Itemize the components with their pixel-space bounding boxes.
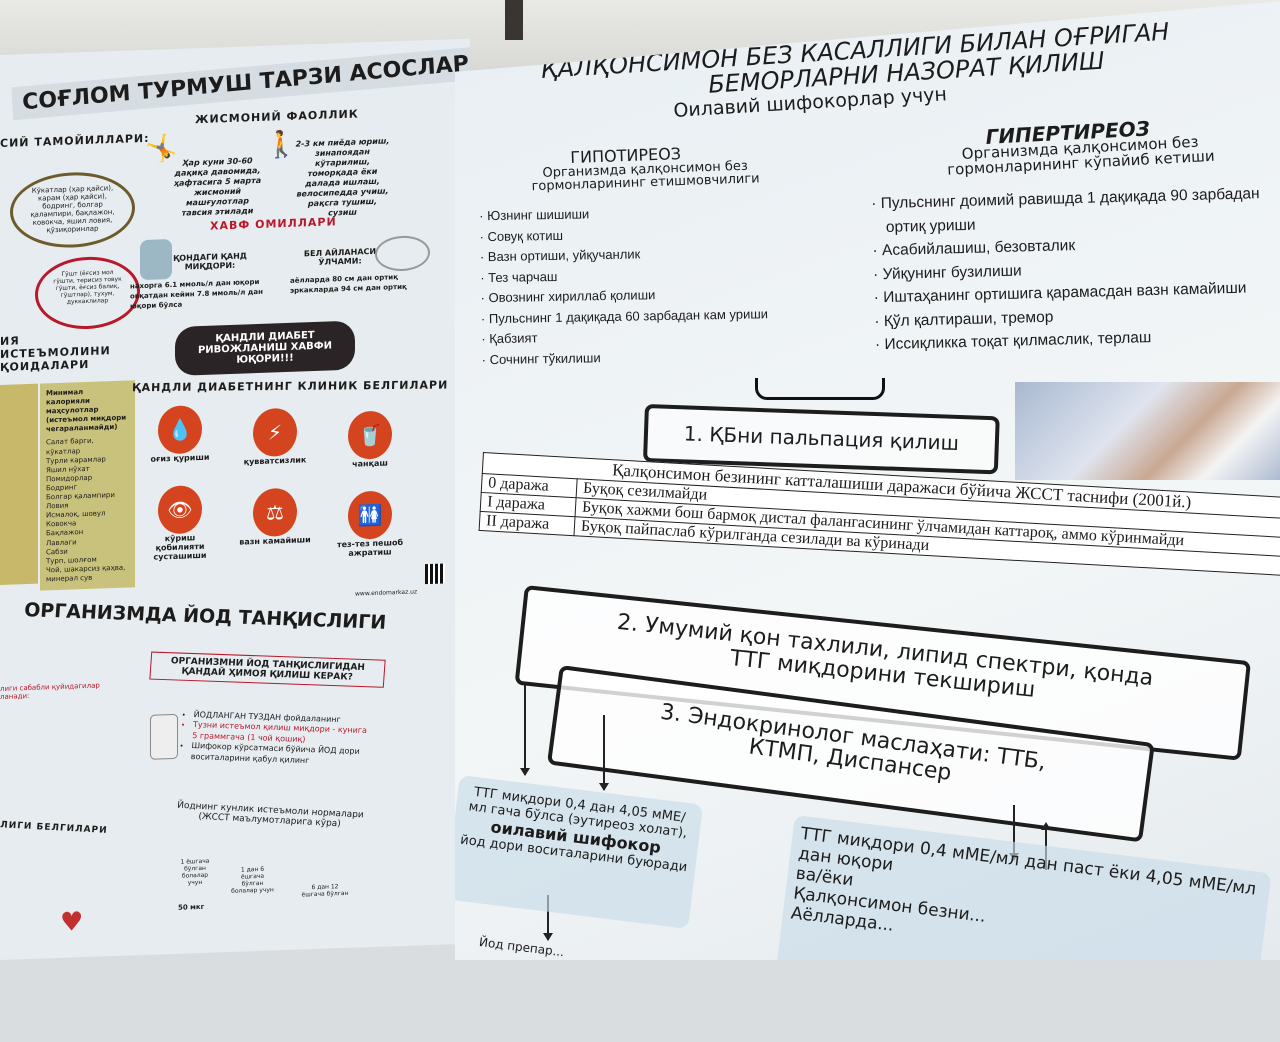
symptom-icon: ⚖	[253, 487, 297, 538]
symptom-icon: 🚻	[348, 490, 392, 540]
symptom-label: кўриш қобилияти сусташиши	[153, 533, 207, 562]
walking-figure-icon: 🚶	[265, 129, 298, 161]
symptom-label: оғиз қуриши	[150, 452, 210, 464]
principles-heading: СИЙ ТАМОЙИЛЛАРИ:	[0, 131, 150, 150]
abnormal-tsh-box: ТТГ миқдори 0,4 мМЕ/мл дан паст ёки 4,05…	[774, 815, 1272, 960]
symptom-item: ⚖вазн камайиши	[235, 487, 315, 547]
hypothyroid-symptom: Сочнинг тўкилиши	[489, 345, 769, 370]
palpation-photo	[1015, 382, 1280, 480]
frame-post	[505, 0, 523, 40]
symptom-label: тез-тез пешоб ажратиш	[336, 537, 404, 558]
symptom-item: 👁кўриш қобилияти сусташиши	[140, 484, 220, 562]
left-poster-title: СОҒЛОМ ТУРМУШ ТАРЗИ АСОСЛАРИ	[11, 44, 470, 121]
food-table-col2: Минимал калорияли маҳсулотлар (истеъмол …	[40, 380, 135, 591]
iodine-signs-heading: ЛИГИ БЕЛГИЛАРИ	[0, 820, 108, 836]
symptom-item: ⚡қувватсизлик	[235, 407, 315, 467]
waist-title: БЕЛ АЙЛАНАСИ ЎЛЧАМИ:	[303, 246, 377, 267]
measuring-tape-icon	[375, 234, 430, 272]
qr-code	[425, 563, 445, 585]
right-poster: ҚАЛҚОНСИМОН БЕЗ КАСАЛЛИГИ БИЛАН ОҒРИГАН …	[455, 0, 1280, 960]
heart-icon: ♥	[60, 907, 84, 938]
min-cal-item: Чой, шакарсиз қаҳва, минерал сув	[46, 563, 126, 584]
hyperthyroid-desc: Организмда қалқонсимон без гормонларинин…	[946, 132, 1216, 179]
age-group: 1 дан 6 ёшгача бўлган болалар учун	[231, 865, 274, 895]
consumption-rules-heading: ИЯ ИСТЕЪМОЛИНИ ҚОИДАЛАРИ	[0, 334, 111, 374]
sugar-title: ҚОНДАГИ ҚАНД МИҚДОРИ:	[173, 251, 247, 272]
protein-oval: Гўшт (ёғсиз мол гўшти, терисиз товук гўш…	[35, 255, 140, 331]
diabetes-risk-warning: ҚАНДЛИ ДИАБЕТ РИВОЖЛАНИШ ХАВФИ ЮҚОРИ!!!	[175, 320, 355, 376]
physical-activity-heading: ЖИСМОНИЙ ФАОЛЛИК	[195, 107, 359, 127]
symptom-icon: ⚡	[253, 407, 297, 458]
vegetables-oval: Кўкатлар (ҳар қайси), карам (ҳар қайси),…	[10, 170, 135, 250]
glucometer-icon	[140, 238, 172, 281]
age-group: 1 ёшгача бўлган болалар учун	[180, 857, 210, 887]
arrow-down-icon	[520, 685, 530, 776]
symptom-label: қувватсизлик	[243, 455, 307, 467]
iodine-norms-title: Йоднинг кунлик истеъмоли нормалари (ЖССТ…	[176, 800, 365, 830]
age-group: 6 дан 12 ёшгача бўлган	[301, 883, 349, 899]
infant-dose: 50 мкг	[178, 902, 205, 912]
hypothyroid-symptom-list: Юзнинг шишишиСовуқ котишВазн ортиши, уйқ…	[487, 201, 769, 370]
website: www.endomarkaz.uz	[355, 588, 418, 598]
symptom-icon: 💧	[158, 404, 202, 455]
symptom-grid: 💧оғиз қуриши⚡қувватсизлик🥤чанқаш👁кўриш қ…	[140, 397, 420, 582]
symptom-icon: 👁	[158, 484, 202, 535]
iodine-tips: ЙОДЛАНГАН ТУЗДАН фойдаланинг Тузни истеъ…	[190, 710, 373, 768]
left-poster: СОҒЛОМ ТУРМУШ ТАРЗИ АСОСЛАРИ СИЙ ТАМОЙИЛ…	[0, 38, 470, 961]
food-table-col1	[0, 383, 38, 585]
clinical-signs-heading: ҚАНДЛИ ДИАБЕТНИНГ КЛИНИК БЕЛГИЛАРИ	[131, 378, 449, 395]
min-cal-header: Минимал калорияли маҳсулотлар (истеъмол …	[46, 388, 127, 434]
symptom-label: вазн камайиши	[239, 535, 311, 547]
grade-cell: II даража	[479, 511, 576, 536]
symptom-item: 🥤чанқаш	[330, 410, 410, 470]
hypothyroid-desc: Организмда қалқонсимон без гормонларинин…	[531, 158, 760, 195]
sugar-item: овқатдан кейин 7.8 ммоль/л дан юқори бўл…	[130, 287, 263, 311]
arrow-down-icon	[599, 715, 609, 791]
salt-shaker-icon	[150, 713, 178, 760]
physical-right-text: 2-3 км пиёда юриш, зинапоядан кўтарилиш,…	[295, 136, 390, 218]
arrow-down-icon	[543, 895, 553, 941]
symptom-label: чанқаш	[352, 458, 388, 469]
iodine-title: ОРГАНИЗМДА ЙОД ТАНҚИСЛИГИ	[23, 599, 387, 634]
risk-factors-heading: ХАВФ ОМИЛЛАРИ	[210, 215, 337, 233]
physical-left-text: Ҳар куни 30-60 дақиқа давомида, ҳафтасиг…	[173, 156, 262, 218]
iodine-question: ОРГАНИЗМНИ ЙОД ТАНҚИСЛИГИДАН ҚАНДАЙ ҲИМО…	[149, 651, 386, 688]
symptom-item: 🚻тез-тез пешоб ажратиш	[330, 490, 410, 559]
brace	[755, 378, 885, 400]
symptom-item: 💧оғиз қуриши	[140, 404, 220, 464]
euthyroid-box: ТТГ миқдори 0,4 дан 4,05 мМЕ/мл гача бўл…	[455, 775, 704, 929]
hyperthyroid-symptom-list: Пульснинг доимий равишда 1 дақиқада 90 з…	[881, 182, 1269, 356]
iodine-causes: лиги сабабли қуйидагилар ланади:	[0, 681, 100, 701]
symptom-icon: 🥤	[348, 410, 392, 460]
